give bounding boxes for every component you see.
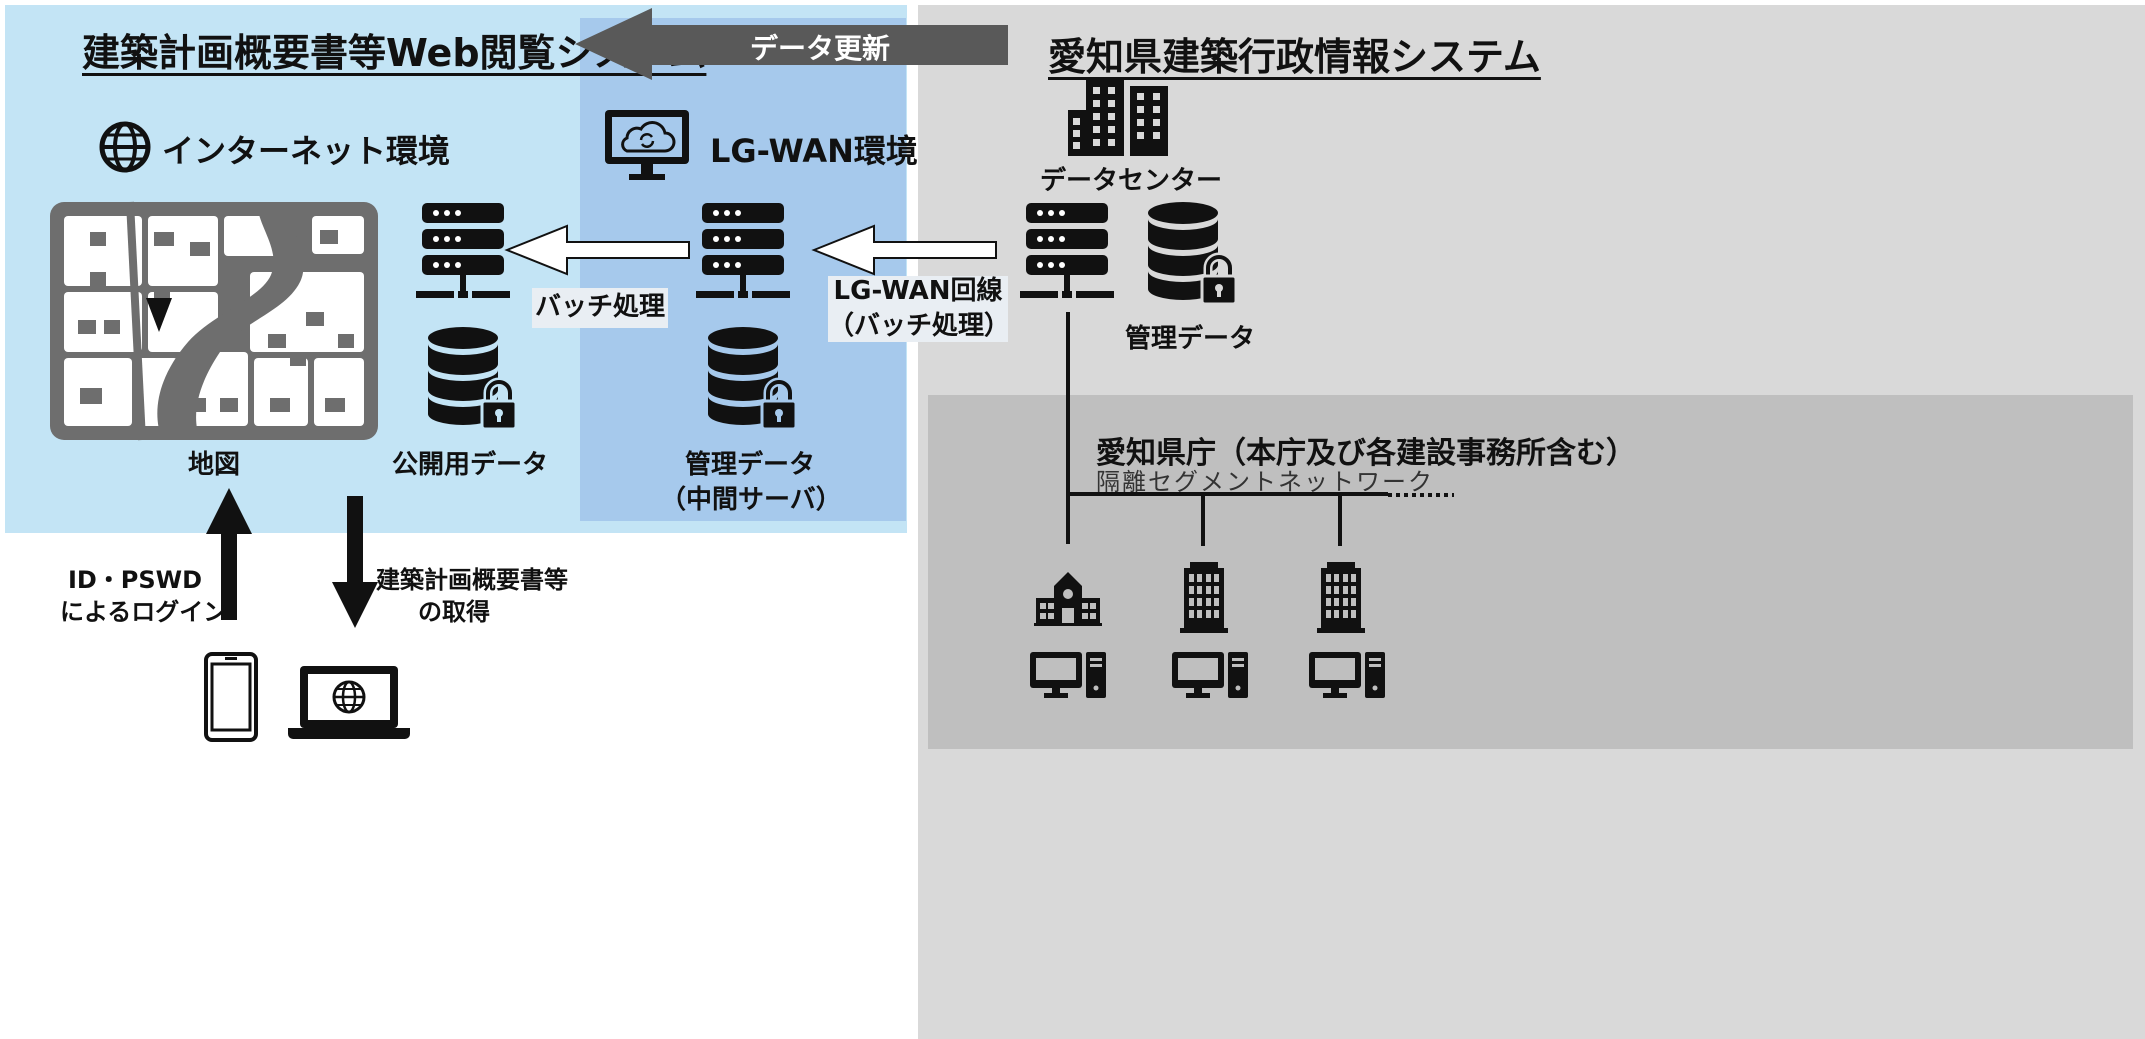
- map-icon: [50, 201, 378, 441]
- public-data-icon: [428, 327, 518, 431]
- mid-data-icon: [708, 327, 798, 431]
- desktop-pc-icon: [1309, 652, 1385, 698]
- smartphone-icon: [204, 652, 258, 742]
- data-update-label: データ更新: [750, 32, 891, 65]
- admin-data-icon: [1148, 202, 1238, 306]
- admin-server-icon: [1020, 203, 1114, 298]
- office-tower-icon: [1317, 562, 1365, 633]
- mid-data-label: 管理データ （中間サーバ）: [660, 448, 842, 518]
- lgwan-environment-label: LG-WAN環境: [710, 132, 918, 170]
- mid-server-icon: [696, 203, 790, 298]
- batch-label: バッチ処理: [532, 288, 668, 328]
- data-center-label: データセンター: [1040, 166, 1223, 196]
- network-lines: [1066, 312, 1454, 546]
- login-label-line2: によるログイン: [60, 598, 228, 627]
- desktop-pc-icon: [1172, 652, 1248, 698]
- admin-system-title: 愛知県建築行政情報システム: [1048, 35, 1541, 79]
- data-update-arrow: [575, 8, 1008, 80]
- batch-arrow: [504, 224, 690, 276]
- mid-data-label-line2: （中間サーバ）: [660, 485, 842, 516]
- public-server-icon: [416, 203, 510, 298]
- school-building-icon: [1034, 572, 1102, 626]
- prefecture-title: 愛知県庁（本庁及び各建設事務所含む）: [1096, 436, 1636, 471]
- lgwan-line-label: LG-WAN回線 （バッチ処理）: [828, 275, 1011, 342]
- fetch-label-line1: 建築計画概要書等: [376, 566, 568, 594]
- laptop-icon: [288, 666, 410, 739]
- buildings-icon: [1068, 80, 1168, 156]
- login-label-line1: ID・PSWD: [67, 566, 203, 594]
- globe-icon: [99, 121, 151, 173]
- desktop-pc-icon: [1030, 652, 1106, 698]
- internet-environment-label: インターネット環境: [162, 132, 451, 170]
- prefecture-network-area: [928, 395, 2133, 749]
- lgwan-line-label-line2: （バッチ処理）: [828, 311, 1011, 341]
- public-data-label: 公開用データ: [391, 450, 548, 480]
- mid-data-label-line1: 管理データ: [684, 450, 815, 480]
- fetch-arrow: [332, 496, 378, 628]
- fetch-label-line2: の取得: [418, 598, 490, 627]
- login-label: ID・PSWD によるログイン: [60, 564, 228, 629]
- lgwan-line-label-line1: LG-WAN回線: [833, 275, 1003, 306]
- cloud-sync-monitor-icon: [605, 110, 689, 180]
- admin-data-label: 管理データ: [1124, 324, 1255, 354]
- lgwan-line-arrow: [811, 224, 997, 276]
- login-arrow: [206, 488, 252, 620]
- map-label: 地図: [187, 450, 240, 480]
- prefecture-subtitle: 隔離セグメントネットワーク: [1096, 468, 1434, 496]
- office-tower-icon: [1180, 562, 1228, 633]
- fetch-label: 建築計画概要書等 の取得: [376, 564, 568, 629]
